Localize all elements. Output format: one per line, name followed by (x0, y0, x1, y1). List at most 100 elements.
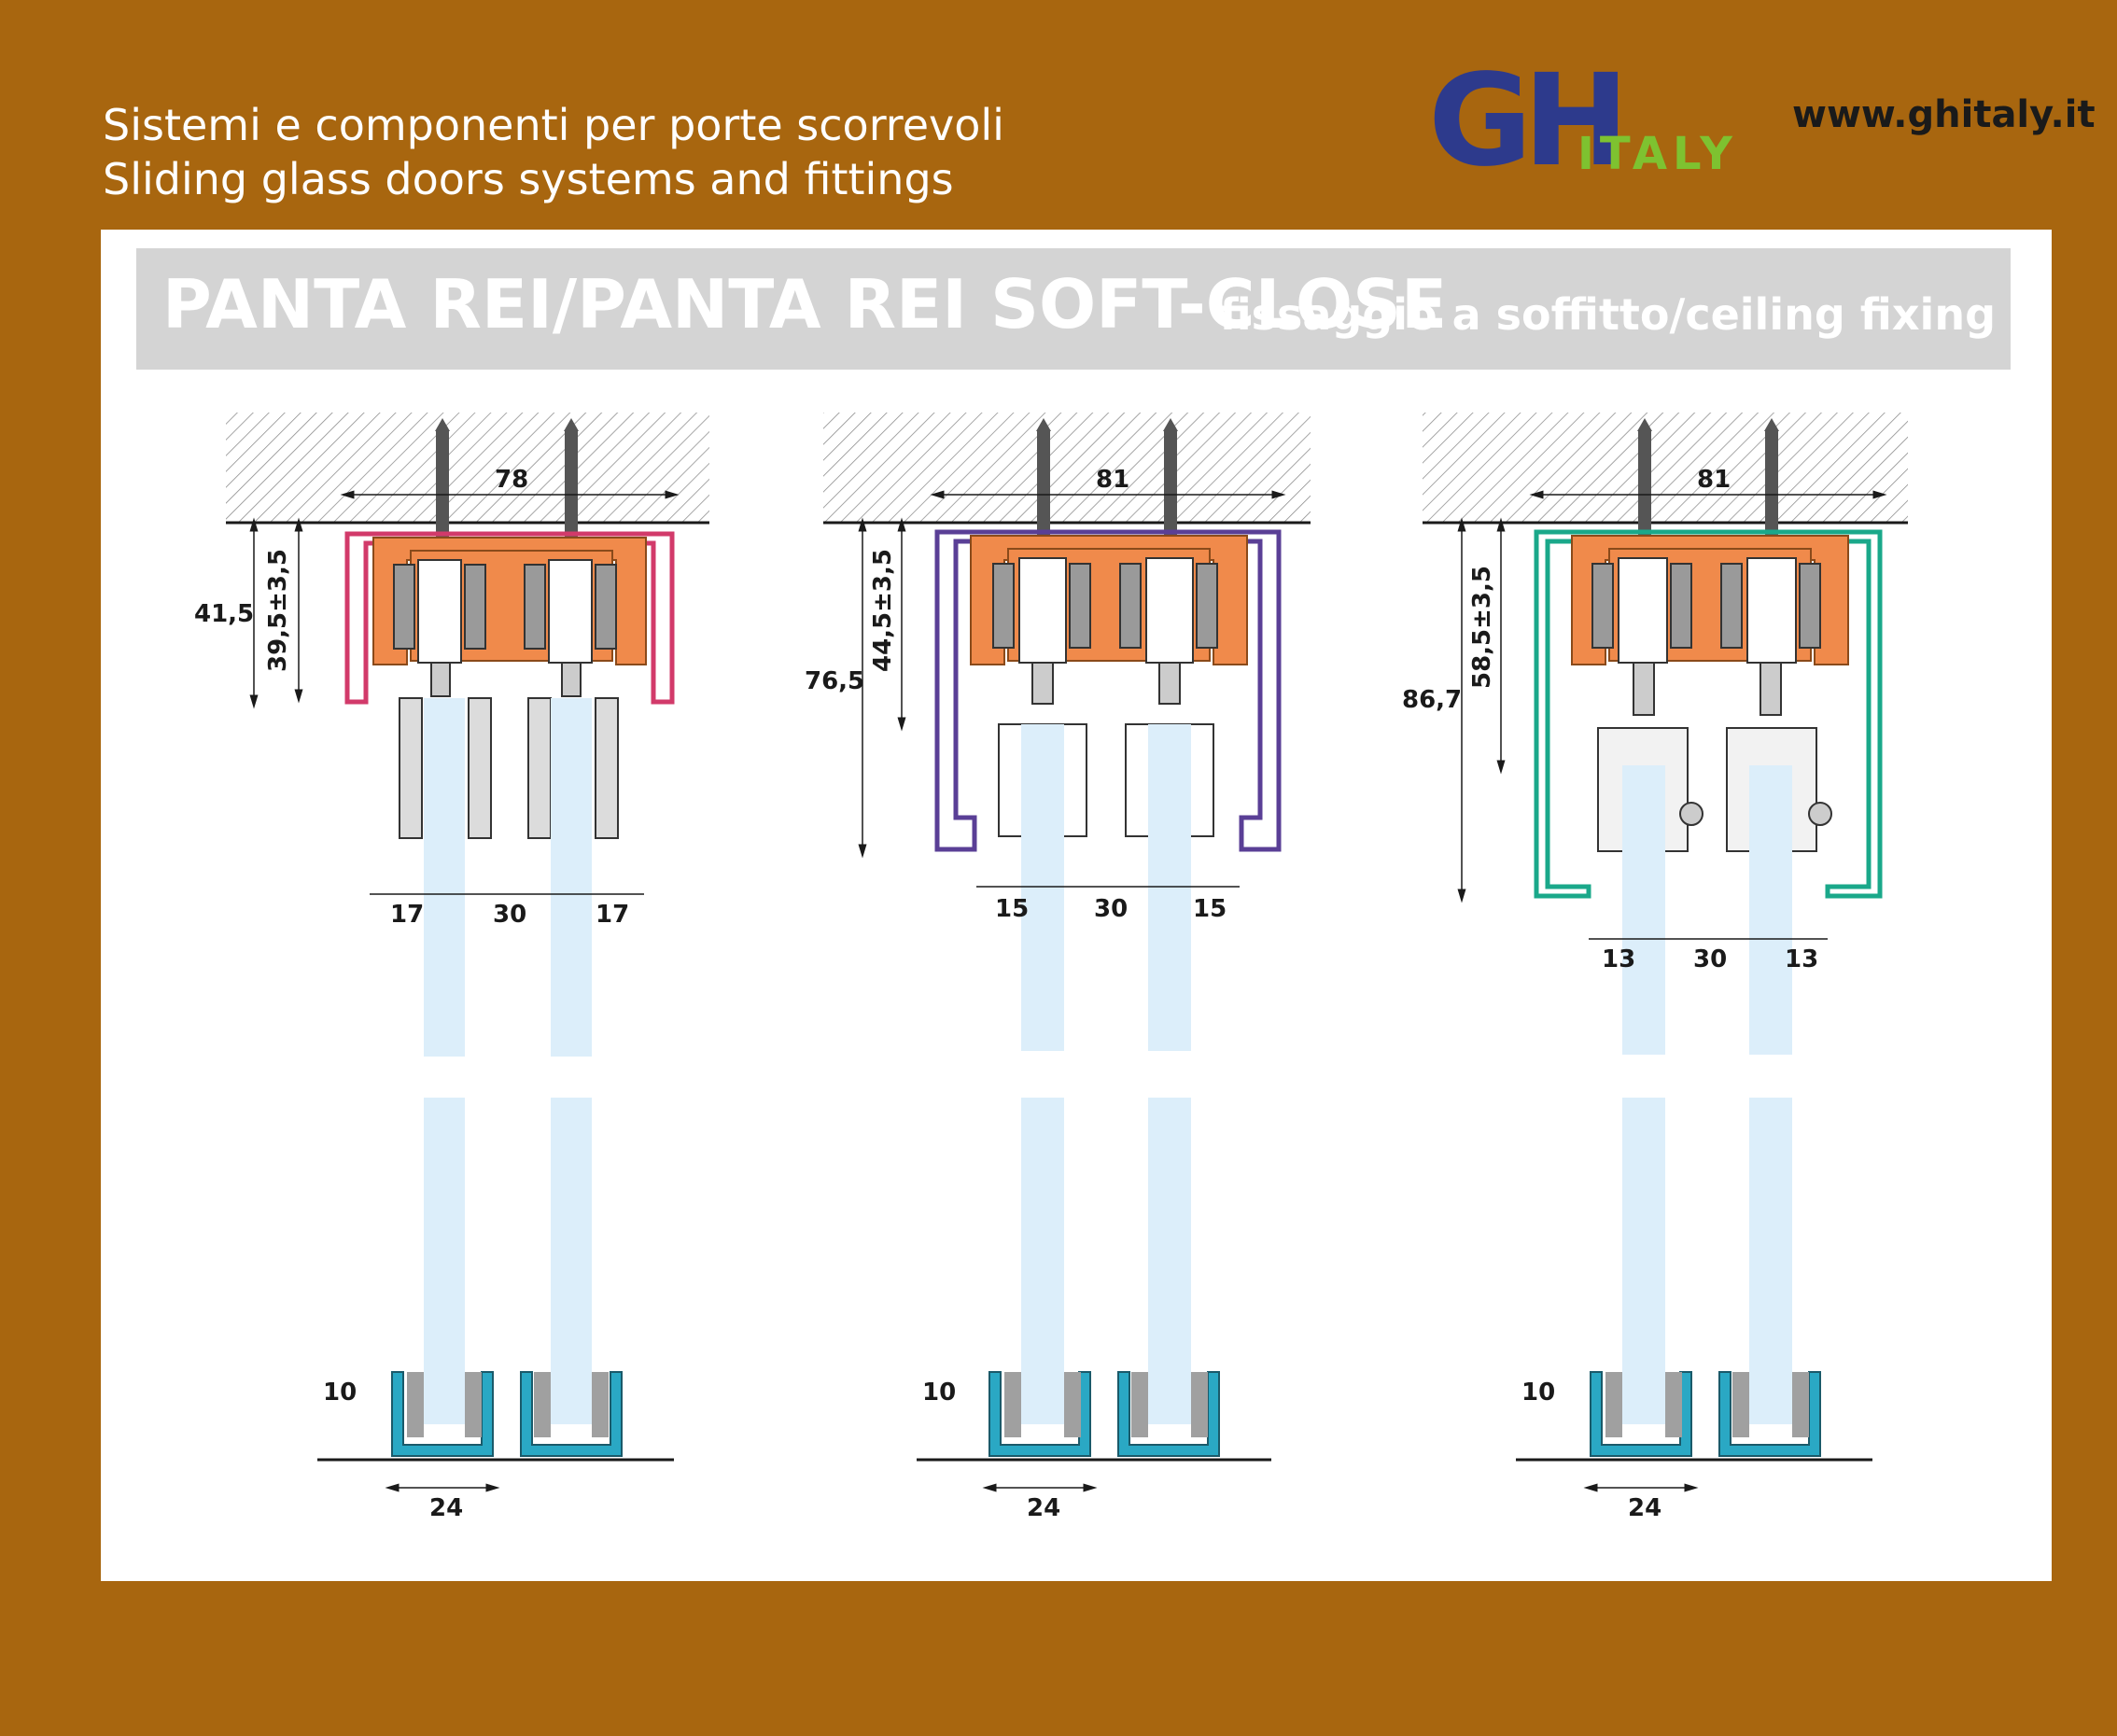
guide-insert-2a-r (1064, 1372, 1081, 1437)
logo-italy-text: ITALY (1577, 128, 1738, 180)
dim-floor-width-1: 24 (429, 1494, 463, 1522)
floor-guide-1b (520, 1371, 623, 1457)
dim-adj-height-1: 39,5±3,5 (264, 549, 292, 672)
wheel-2b-left (1119, 563, 1142, 649)
wheel-1a-left (393, 564, 415, 650)
header-line-italian: Sistemi e componenti per porte scorrevol… (103, 100, 1004, 150)
track-3 (1571, 535, 1849, 665)
title-bar: PANTA REI/PANTA REI SOFT-CLOSE fissaggio… (136, 248, 2011, 370)
carriage-3b (1746, 557, 1797, 664)
dim-total-height-3: 86,7 (1402, 686, 1462, 714)
guide-insert-1b-l (534, 1372, 551, 1437)
profile-1 (344, 531, 675, 705)
ceiling-1 (226, 413, 709, 523)
dim-spacing-1b: 30 (493, 901, 526, 929)
carriage-2a (1018, 557, 1067, 664)
dim-total-height-2: 76,5 (805, 667, 864, 695)
guide-insert-3b-r (1792, 1372, 1809, 1437)
glass-3b-bottom (1749, 1098, 1792, 1424)
dim-adj-height-3: 58,5±3,5 (1468, 566, 1496, 689)
wheel-3b-left (1720, 563, 1743, 649)
dim-spacing-3b: 30 (1693, 945, 1727, 973)
dim-spacing-3a: 13 (1602, 945, 1635, 973)
wheel-1b-right (595, 564, 617, 650)
clamp-1a-right (468, 697, 492, 839)
dim-spacing-1a: 17 (390, 901, 424, 929)
fixing-subtitle: fissaggio a soffitto/ceiling fixing (1219, 289, 1996, 340)
bolt-1a (430, 662, 451, 697)
guide-insert-2a-l (1004, 1372, 1021, 1437)
dim-spacing-2c: 15 (1193, 895, 1227, 923)
track-2 (970, 535, 1248, 665)
wheel-2a-right (1069, 563, 1091, 649)
dim-spacing-3c: 13 (1785, 945, 1818, 973)
bolt-1b (561, 662, 582, 697)
header-text: Sistemi e componenti per porte scorrevol… (103, 98, 1004, 206)
drawing-1: 78 41,5 39,5±3,5 17 30 17 10 24 (194, 413, 709, 1522)
dim-top-width-3: 81 (1697, 466, 1731, 494)
glass-2b-bottom (1148, 1098, 1191, 1424)
dim-floor-width-2: 24 (1027, 1494, 1060, 1522)
dim-top-width-1: 78 (495, 466, 528, 494)
carriage-2b (1145, 557, 1194, 664)
bracket-bolt-3a (1679, 802, 1703, 826)
drawing-3: 81 86,7 58,5±3,5 13 30 13 10 24 (1402, 413, 1908, 1522)
guide-insert-3a-r (1665, 1372, 1682, 1437)
glass-2a-bottom (1021, 1098, 1064, 1424)
track-1 (372, 537, 647, 665)
wheel-3b-right (1799, 563, 1821, 649)
bolt-3b (1759, 662, 1782, 716)
profile-3 (1534, 529, 1883, 899)
screw-3b (1764, 418, 1779, 541)
carriage-3a (1618, 557, 1668, 664)
profile-2 (934, 529, 1282, 852)
glass-1a-bottom (424, 1098, 465, 1424)
screw-3a (1637, 418, 1652, 541)
header-line-english: Sliding glass doors systems and fittings (103, 154, 954, 204)
guide-insert-3a-l (1605, 1372, 1622, 1437)
bolt-3a (1633, 662, 1655, 716)
clamp-1b-right (595, 697, 619, 839)
glass-1a-top (424, 698, 465, 1057)
wheel-3a-left (1591, 563, 1614, 649)
drawing-2: 81 76,5 44,5±3,5 15 30 15 10 24 (805, 413, 1311, 1522)
dim-floor-height-2: 10 (922, 1379, 956, 1407)
screw-2a (1036, 418, 1051, 541)
ceiling-2 (823, 413, 1311, 523)
clamp-1a-left (399, 697, 423, 839)
carriage-1a (417, 559, 462, 664)
guide-insert-2b-l (1131, 1372, 1148, 1437)
glass-1b-top (551, 698, 592, 1057)
guide-insert-1b-r (592, 1372, 609, 1437)
screw-1b (564, 418, 579, 541)
dim-floor-height-1: 10 (323, 1379, 357, 1407)
glass-3a-top (1622, 765, 1665, 1055)
gh-italy-logo: GH ITALY (1428, 48, 1783, 195)
dim-spacing-1c: 17 (596, 901, 629, 929)
clamp-1b-left (527, 697, 552, 839)
guide-insert-3b-l (1732, 1372, 1749, 1437)
guide-insert-2b-r (1191, 1372, 1208, 1437)
glass-3a-bottom (1622, 1098, 1665, 1424)
dim-spacing-2a: 15 (995, 895, 1029, 923)
wheel-1b-left (524, 564, 546, 650)
guide-insert-1a-l (407, 1372, 424, 1437)
bolt-2b (1158, 662, 1181, 705)
bracket-bolt-3b (1808, 802, 1832, 826)
wheel-1a-right (464, 564, 486, 650)
glass-2b-top (1148, 724, 1191, 1051)
wheel-3a-right (1670, 563, 1692, 649)
glass-1b-bottom (551, 1098, 592, 1424)
dim-floor-width-3: 24 (1628, 1494, 1661, 1522)
website-url[interactable]: www.ghitaly.it (1792, 93, 2096, 136)
screw-1a (435, 418, 450, 541)
screw-2b (1163, 418, 1178, 541)
dim-top-width-2: 81 (1096, 466, 1129, 494)
dim-floor-height-3: 10 (1521, 1379, 1555, 1407)
dim-adj-height-2: 44,5±3,5 (869, 549, 897, 672)
glass-2a-top (1021, 724, 1064, 1051)
carriage-1b (548, 559, 593, 664)
glass-3b-top (1749, 765, 1792, 1055)
logo-gh-text: GH (1428, 48, 1629, 195)
